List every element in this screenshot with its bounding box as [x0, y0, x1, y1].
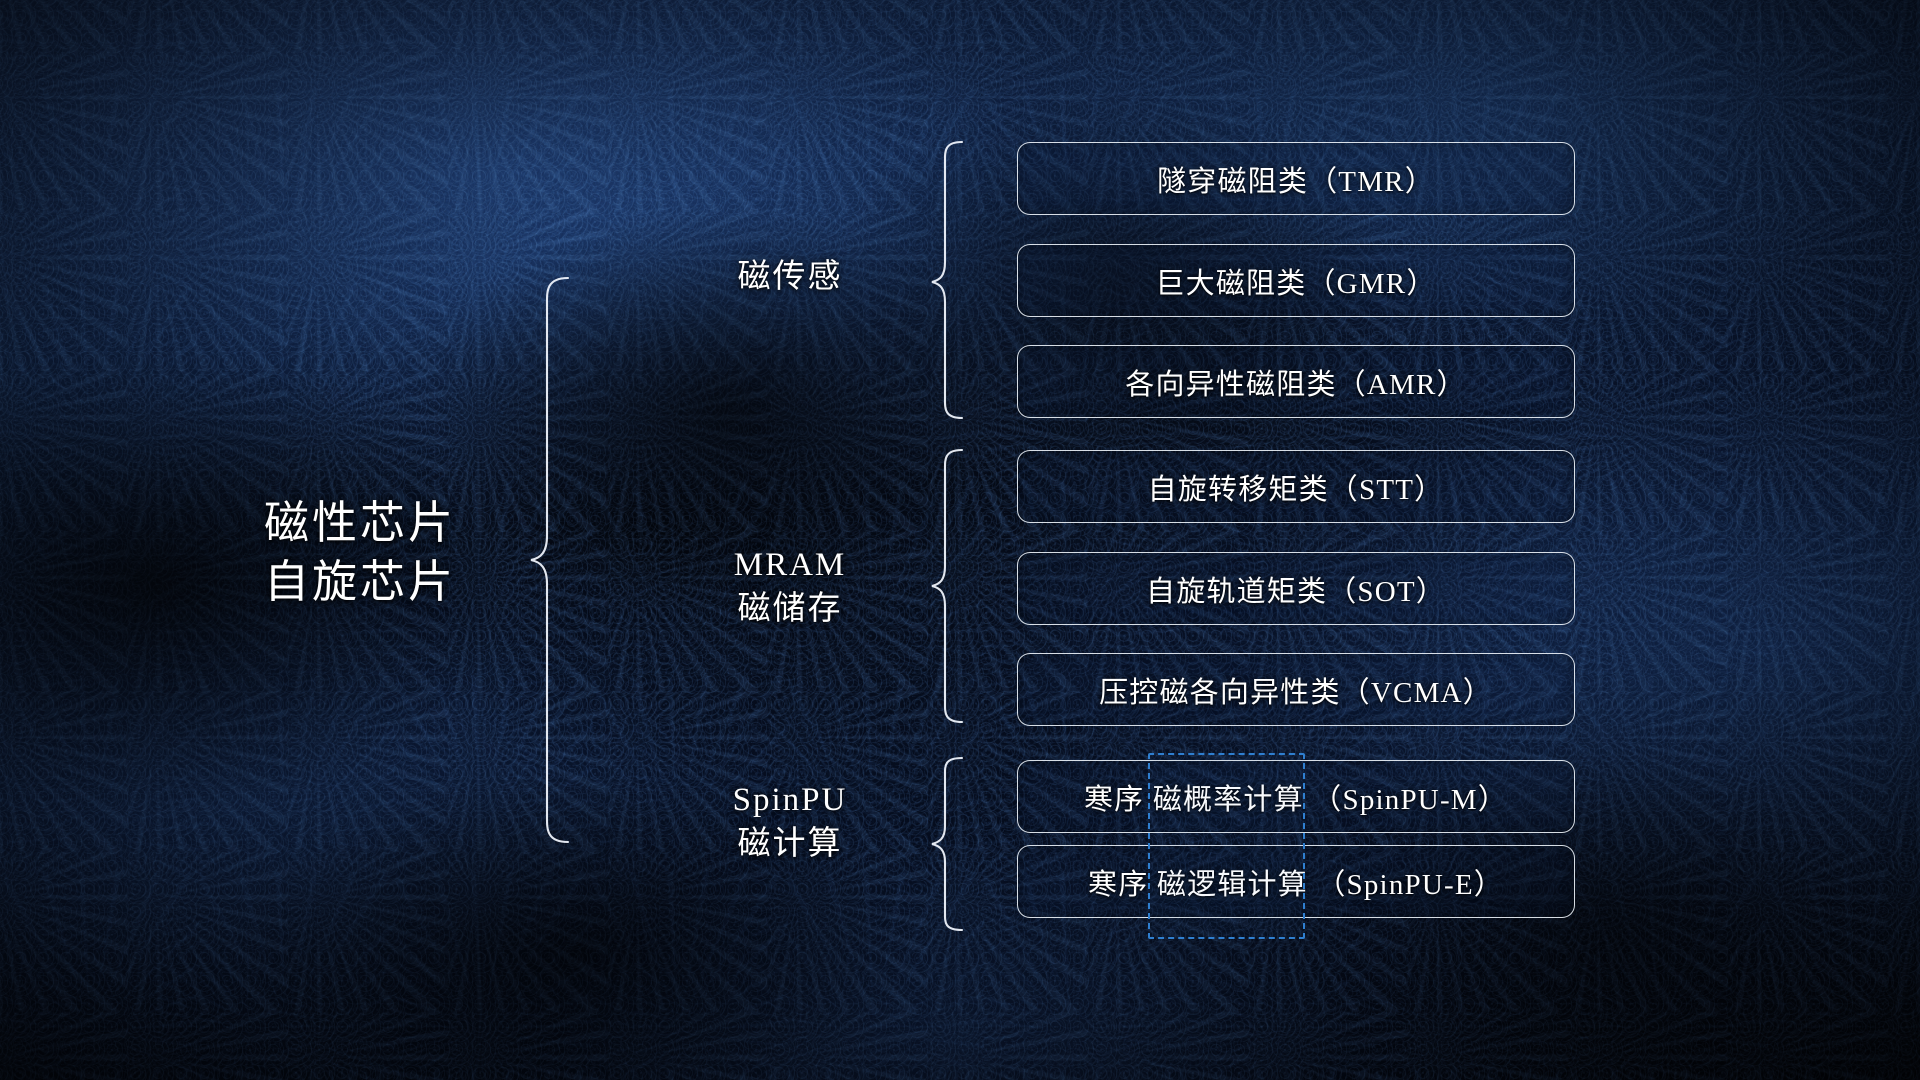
leaf-box-spinpu-m[interactable]: 寒序 磁概率计算 （SpinPU-M）	[1017, 760, 1575, 833]
leaf-label-vcma: 压控磁各向异性类（VCMA）	[1099, 676, 1493, 709]
leaf-box-vcma[interactable]: 压控磁各向异性类（VCMA）	[1017, 653, 1575, 726]
leaf-box-spinpu-e[interactable]: 寒序 磁逻辑计算 （SpinPU-E）	[1017, 845, 1575, 918]
branch-label-spinpu-computing: SpinPU 磁计算	[732, 782, 848, 863]
selection-rectangle[interactable]	[1148, 753, 1305, 939]
leaf-label-spinpu-e: 寒序 磁逻辑计算 （SpinPU-E）	[1088, 868, 1504, 901]
leaf-box-tmr[interactable]: 隧穿磁阻类（TMR）	[1017, 142, 1575, 215]
leaf-label-spinpu-m: 寒序 磁概率计算 （SpinPU-M）	[1083, 783, 1508, 816]
leaf-box-sot[interactable]: 自旋轨道矩类（SOT）	[1017, 552, 1575, 625]
leaf-box-stt[interactable]: 自旋转移矩类（STT）	[1017, 450, 1575, 523]
leaf-label-amr: 各向异性磁阻类（AMR）	[1125, 368, 1467, 401]
leaf-label-gmr: 巨大磁阻类（GMR）	[1155, 267, 1437, 300]
leaf-box-gmr[interactable]: 巨大磁阻类（GMR）	[1017, 244, 1575, 317]
brace-root	[530, 276, 570, 844]
leaf-box-amr[interactable]: 各向异性磁阻类（AMR）	[1017, 345, 1575, 418]
branch-label-mram-storage: MRAM 磁储存	[733, 547, 847, 628]
branch-label-magnetic-sensing: 磁传感	[737, 259, 843, 295]
leaf-label-stt: 自旋转移矩类（STT）	[1147, 473, 1445, 506]
leaf-label-sot: 自旋轨道矩类（SOT）	[1146, 575, 1446, 608]
root-node-label: 磁性芯片 自旋芯片	[263, 498, 456, 608]
leaf-label-tmr: 隧穿磁阻类（TMR）	[1157, 165, 1435, 198]
